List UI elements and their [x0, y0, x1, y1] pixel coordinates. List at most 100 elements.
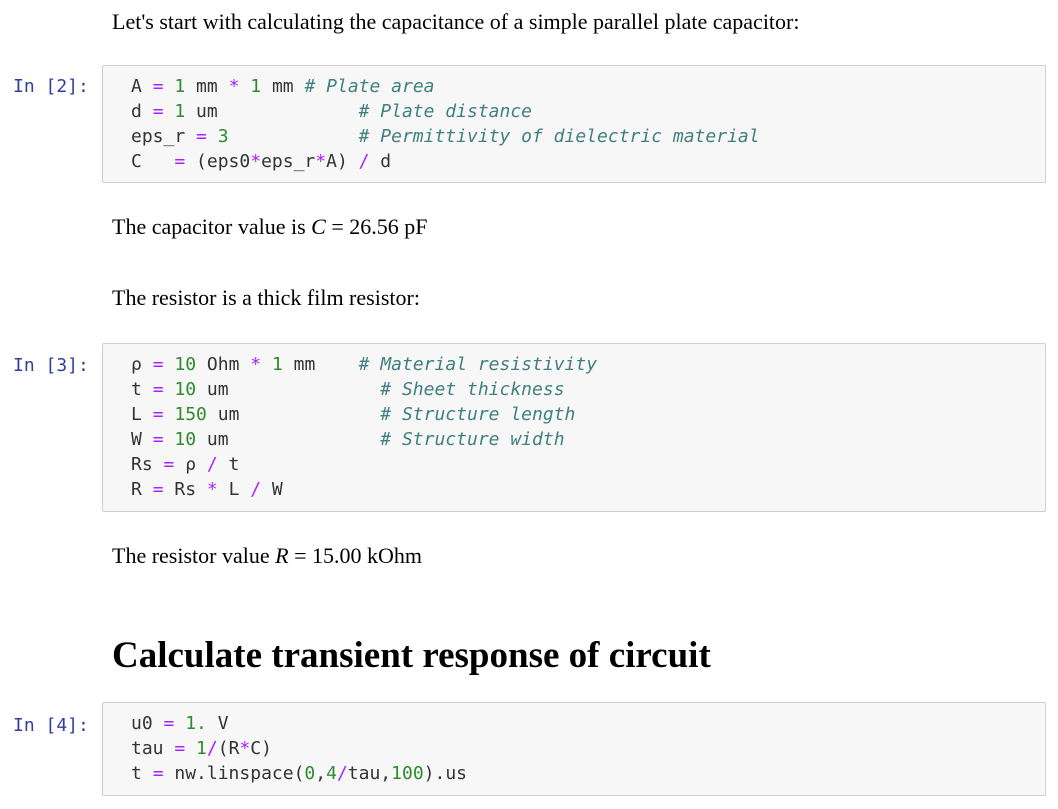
code-token: mm: [282, 354, 359, 375]
code-token: C: [131, 151, 175, 172]
code-token: =: [196, 126, 207, 147]
resistor-intro-text: The resistor is a thick film resistor:: [112, 285, 420, 310]
code-token: W: [131, 429, 153, 450]
code-token: t: [131, 379, 153, 400]
code-token: =: [163, 454, 175, 475]
code-token: ρ: [174, 454, 207, 475]
code-line: L = 150 um # Structure length: [131, 402, 597, 427]
code-token: um: [196, 429, 381, 450]
code-token: Rs: [163, 479, 207, 500]
code-token: =: [174, 738, 186, 759]
code-token: 1: [174, 101, 186, 122]
section-heading: Calculate transient response of circuit: [112, 635, 711, 676]
code-token: =: [152, 763, 164, 784]
code-token: Rs: [131, 454, 164, 475]
code-token: =: [152, 379, 164, 400]
cell-4-prompt: In [4]:: [13, 715, 89, 736]
code-token: 3: [217, 126, 229, 147]
code-token: =: [152, 404, 164, 425]
code-token: um: [196, 379, 381, 400]
code-token: 10: [174, 379, 197, 400]
code-token: um: [185, 101, 359, 122]
code-token: [164, 404, 175, 425]
code-token: 10: [174, 429, 197, 450]
code-token: =: [152, 101, 164, 122]
code-token: 1: [271, 354, 283, 375]
code-token: # Structure width: [380, 429, 565, 450]
code-token: u0: [131, 713, 164, 734]
code-token: [239, 76, 250, 97]
cell-2-prompt: In [2]:: [13, 76, 89, 97]
code-token: 100: [391, 763, 424, 784]
code-token: V: [206, 713, 229, 734]
resistor-symbol: R: [275, 543, 289, 568]
code-token: mm: [261, 76, 305, 97]
code-line: ρ = 10 Ohm * 1 mm # Material resistivity: [131, 352, 597, 377]
resistor-value: = 15.00 kOhm: [288, 543, 422, 568]
code-line: C = (eps0*eps_r*A) / d: [131, 149, 760, 174]
code-line: Rs = ρ / t: [131, 452, 597, 477]
code-token: /: [336, 763, 348, 784]
code-token: ,: [315, 763, 327, 784]
code-token: d: [131, 101, 153, 122]
capacitor-result: The capacitor value is C = 26.56 pF: [112, 214, 427, 240]
code-token: 1: [250, 76, 262, 97]
code-token: # Plate area: [304, 76, 435, 97]
code-token: 4: [326, 763, 337, 784]
code-token: R: [131, 479, 153, 500]
code-line: W = 10 um # Structure width: [131, 427, 597, 452]
code-token: [229, 126, 359, 147]
code-line: R = Rs * L / W: [131, 477, 597, 502]
code-token: *: [315, 151, 327, 172]
code-token: # Sheet thickness: [380, 379, 565, 400]
code-token: [164, 379, 175, 400]
code-token: C): [250, 738, 272, 759]
code-token: A): [326, 151, 359, 172]
code-token: [164, 429, 175, 450]
code-token: 150: [174, 404, 207, 425]
code-token: eps_r: [131, 126, 197, 147]
code-token: /: [206, 738, 218, 759]
resistor-result-prefix: The resistor value: [112, 543, 276, 568]
code-line: A = 1 mm * 1 mm # Plate area: [131, 74, 760, 99]
capacitor-symbol: C: [311, 214, 326, 239]
code-token: mm: [185, 76, 229, 97]
code-token: [185, 738, 196, 759]
capacitor-value: = 26.56 pF: [325, 214, 428, 239]
code-token: (eps0: [185, 151, 251, 172]
code-token: *: [239, 738, 251, 759]
code-token: /: [206, 454, 218, 475]
code-token: ).us: [423, 763, 468, 784]
code-token: t: [131, 763, 153, 784]
code-token: um: [206, 404, 381, 425]
code-token: Ohm: [196, 354, 251, 375]
code-token: [164, 354, 175, 375]
code-token: 10: [174, 354, 197, 375]
code-line: tau = 1/(R*C): [131, 736, 467, 761]
code-token: /: [358, 151, 370, 172]
code-token: [164, 101, 175, 122]
code-token: (R: [217, 738, 240, 759]
code-token: =: [152, 479, 164, 500]
code-token: L: [131, 404, 153, 425]
code-token: 1: [174, 76, 186, 97]
code-cell-3-source[interactable]: ρ = 10 Ohm * 1 mm # Material resistivity…: [131, 352, 597, 502]
code-token: [261, 354, 272, 375]
resistor-result: The resistor value R = 15.00 kOhm: [112, 543, 422, 569]
code-token: W: [261, 479, 283, 500]
code-token: # Structure length: [380, 404, 576, 425]
code-token: # Material resistivity: [358, 354, 598, 375]
code-token: 1: [196, 738, 207, 759]
code-token: /: [250, 479, 262, 500]
code-line: t = nw.linspace(0,4/tau,100).us: [131, 761, 467, 786]
code-token: 1.: [185, 713, 207, 734]
code-cell-3[interactable]: ρ = 10 Ohm * 1 mm # Material resistivity…: [102, 343, 1046, 512]
code-token: # Plate distance: [358, 101, 532, 122]
code-token: eps_r: [261, 151, 316, 172]
code-token: [164, 76, 175, 97]
code-token: =: [152, 429, 164, 450]
